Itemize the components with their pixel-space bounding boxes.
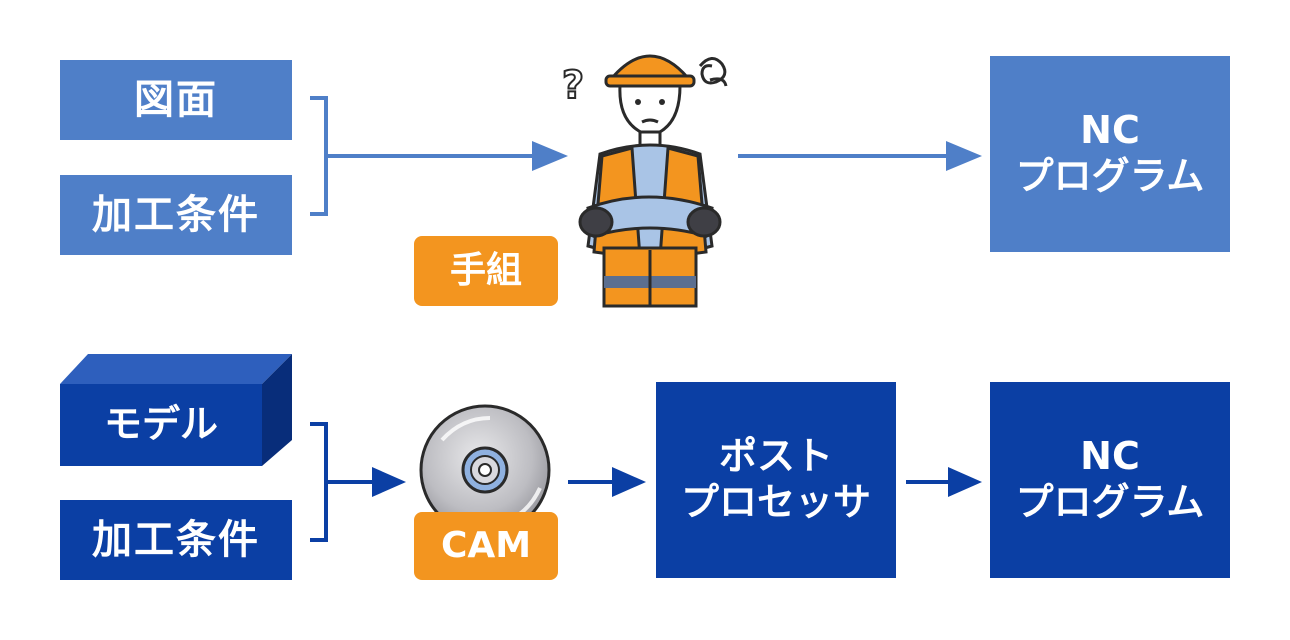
bottom-arrow-head-2	[612, 467, 646, 497]
bottom-input-bracket	[310, 422, 380, 542]
post-label-line2: プロセッサ	[680, 480, 871, 524]
bottom-arrow-head-1	[372, 467, 406, 497]
model-box-3d	[60, 354, 292, 466]
nc-label-top: NC	[1080, 108, 1140, 153]
nc-program-box-top: NC プログラム	[990, 56, 1230, 252]
program-label-bottom: プログラム	[1015, 480, 1205, 524]
post-label-line1: ポスト	[718, 434, 833, 479]
program-label-top: プログラム	[1015, 154, 1205, 198]
top-input-bracket	[310, 96, 550, 216]
drawing-box: 図面	[60, 60, 292, 140]
nc-label-bottom: NC	[1080, 434, 1140, 479]
cam-badge: CAM	[414, 512, 558, 580]
bottom-arrow-head-3	[948, 467, 982, 497]
cd-disc-icon	[419, 404, 551, 536]
top-arrow-head-1	[532, 141, 568, 171]
post-processor-box: ポスト プロセッサ	[656, 382, 896, 578]
conditions-box-bottom: 加工条件	[60, 500, 292, 580]
nc-program-box-bottom: NC プログラム	[990, 382, 1230, 578]
manual-badge: 手組	[414, 236, 558, 306]
confused-worker-icon: ?	[561, 54, 728, 308]
conditions-box-top: 加工条件	[60, 175, 292, 255]
svg-text:?: ?	[562, 63, 584, 107]
model-box: モデル	[60, 384, 262, 466]
top-arrow-head-2	[946, 141, 982, 171]
